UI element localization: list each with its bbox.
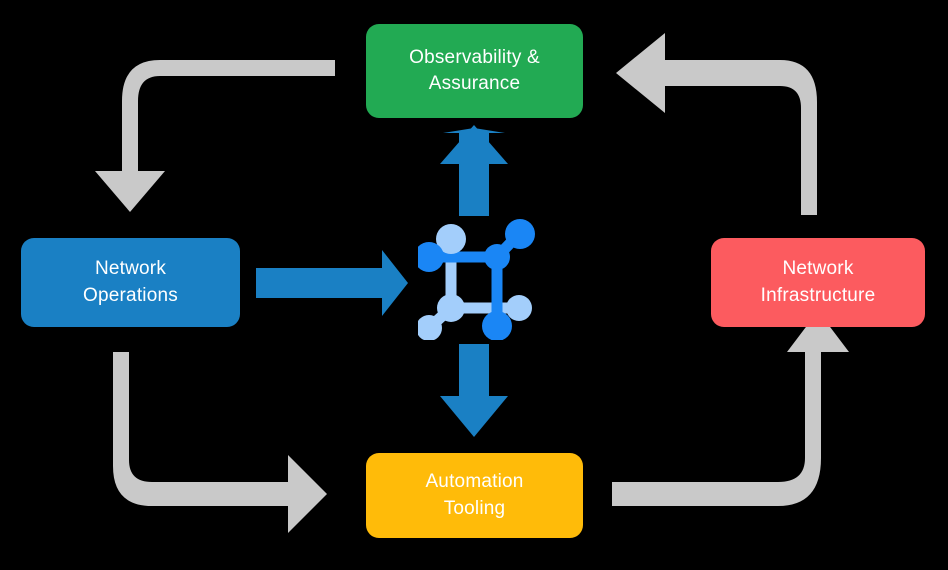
arrow-operations-to-center <box>256 250 408 316</box>
topology-primary-nodes <box>418 219 535 340</box>
node-network-operations[interactable]: Network Operations <box>21 238 240 327</box>
arrow-infrastructure-to-observability <box>616 33 817 215</box>
network-topology-icon <box>418 219 535 340</box>
node-network-infrastructure[interactable]: Network Infrastructure <box>711 238 925 327</box>
node-observability-assurance[interactable]: Observability & Assurance <box>366 24 583 118</box>
arrow-center-to-automation <box>440 344 508 437</box>
arrow-observability-to-operations <box>95 60 335 212</box>
node-automation-tooling[interactable]: Automation Tooling <box>366 453 583 538</box>
topology-secondary-nodes <box>418 224 532 340</box>
arrow-operations-to-automation <box>113 352 327 533</box>
arrow-automation-to-infrastructure <box>612 311 849 506</box>
arrow-center-to-observability <box>440 125 508 216</box>
